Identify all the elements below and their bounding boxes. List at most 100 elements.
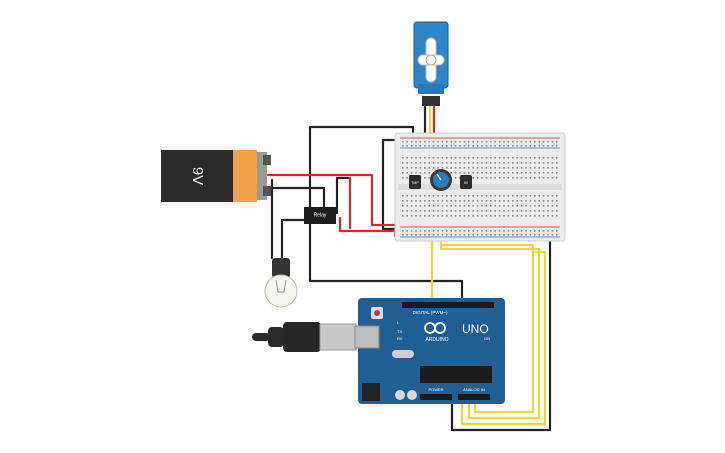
breadboard[interactable] [394, 132, 566, 242]
breadboard-hole [454, 167, 457, 169]
breadboard-hole [402, 210, 404, 212]
breadboard-hole [450, 210, 452, 212]
wire-black-top-loop[interactable] [308, 125, 464, 305]
breadboard-hole [437, 230, 439, 232]
breadboard-hole [490, 141, 492, 143]
breadboard-hole [432, 141, 435, 143]
wire-black-relay-right[interactable] [335, 176, 350, 215]
breadboard-hole [406, 195, 408, 197]
breadboard-hole [547, 167, 549, 169]
wire-red-battery-pos[interactable] [266, 173, 402, 227]
breadboard-hole [520, 177, 523, 179]
breadboard-hole [424, 230, 426, 232]
breadboard-hole [534, 230, 536, 232]
breadboard-hole [494, 195, 496, 197]
breadboard-hole [472, 230, 474, 232]
breadboard-hole [476, 230, 479, 232]
breadboard-hole [432, 215, 435, 217]
breadboard-hole [551, 167, 554, 169]
breadboard-hole [551, 141, 554, 143]
breadboard-hole [481, 157, 483, 159]
breadboard-hole [402, 205, 404, 207]
breadboard-hole [402, 195, 404, 197]
breadboard-hole [424, 141, 426, 143]
breadboard-hole [538, 172, 540, 174]
arduino-microcontroller [420, 366, 492, 383]
breadboard-hole [547, 141, 549, 143]
wire-black-breadboard-left[interactable] [381, 138, 402, 231]
breadboard-hole [507, 162, 510, 164]
breadboard-hole [450, 145, 452, 147]
voltage-regulator[interactable]: 5V [460, 175, 472, 189]
breadboard-hole [437, 162, 439, 164]
breadboard-hole [525, 145, 527, 147]
arduino-rx-label: RX [397, 336, 403, 341]
breadboard-hole [428, 234, 430, 236]
usb-cable[interactable] [252, 322, 357, 352]
breadboard-hole [547, 145, 549, 147]
breadboard-hole [516, 157, 518, 159]
breadboard-hole [490, 172, 492, 174]
breadboard-hole [468, 215, 470, 217]
breadboard-hole [419, 145, 422, 147]
breadboard-hole [512, 167, 514, 169]
breadboard-hole [402, 157, 404, 159]
breadboard-hole [468, 210, 470, 212]
breadboard-hole [428, 172, 430, 174]
servo-horn[interactable] [417, 37, 445, 83]
breadboard-hole [424, 234, 426, 236]
wire-yellow-analog-2[interactable] [439, 223, 541, 420]
usb-cable-end [252, 333, 270, 341]
breadboard-hole [476, 200, 479, 202]
breadboard-hole [402, 162, 404, 164]
breadboard-hole [459, 205, 461, 207]
breadboard-hole [556, 157, 558, 159]
breadboard-hole [428, 145, 430, 147]
battery-top-cap [257, 152, 267, 200]
breadboard-hole [512, 200, 514, 202]
servo-motor[interactable] [413, 21, 449, 106]
breadboard-hole [512, 172, 514, 174]
breadboard-hole [402, 172, 404, 174]
breadboard-hole [529, 167, 532, 169]
temperature-sensor[interactable]: TMP [409, 175, 421, 189]
breadboard-hole [468, 141, 470, 143]
arduino-uno-board[interactable]: DIGITAL (PWM~) L TX RX ON UNO ARDUINO PO… [354, 298, 505, 404]
breadboard-hole [512, 210, 514, 212]
breadboard-hole [542, 157, 545, 159]
breadboard-hole [556, 141, 558, 143]
breadboard-hole [441, 234, 444, 236]
breadboard-hole [450, 230, 452, 232]
breadboard-hole [415, 195, 417, 197]
wire-black-relay-bulb[interactable] [280, 218, 307, 260]
breadboard-hole [490, 210, 492, 212]
breadboard-hole [507, 205, 510, 207]
wire-black-battery-neg[interactable] [266, 186, 326, 210]
breadboard-hole [556, 230, 558, 232]
battery-9v[interactable]: 9V [161, 150, 271, 202]
breadboard-hole [415, 157, 417, 159]
breadboard-hole [498, 167, 501, 169]
breadboard-hole [481, 210, 483, 212]
wire-black-gnd-bottom[interactable] [450, 226, 552, 432]
breadboard-hole [503, 167, 505, 169]
breadboard-hole [476, 177, 479, 179]
breadboard-hole [556, 167, 558, 169]
breadboard-hole [507, 145, 510, 147]
potentiometer[interactable] [430, 169, 452, 191]
breadboard-hole [512, 145, 514, 147]
breadboard-hole [463, 205, 466, 207]
breadboard-hole [410, 141, 413, 143]
breadboard-hole [415, 234, 417, 236]
arduino-analog-header [458, 394, 490, 400]
breadboard-hole [481, 167, 483, 169]
breadboard-hole [503, 162, 505, 164]
breadboard-hole [463, 195, 466, 197]
breadboard-hole [419, 230, 422, 232]
breadboard-hole [410, 205, 413, 207]
relay[interactable]: Relay [304, 207, 336, 224]
breadboard-hole [485, 141, 488, 143]
light-bulb[interactable] [264, 258, 298, 308]
breadboard-hole [547, 200, 549, 202]
wire-yellow-analog-3[interactable] [460, 250, 547, 426]
